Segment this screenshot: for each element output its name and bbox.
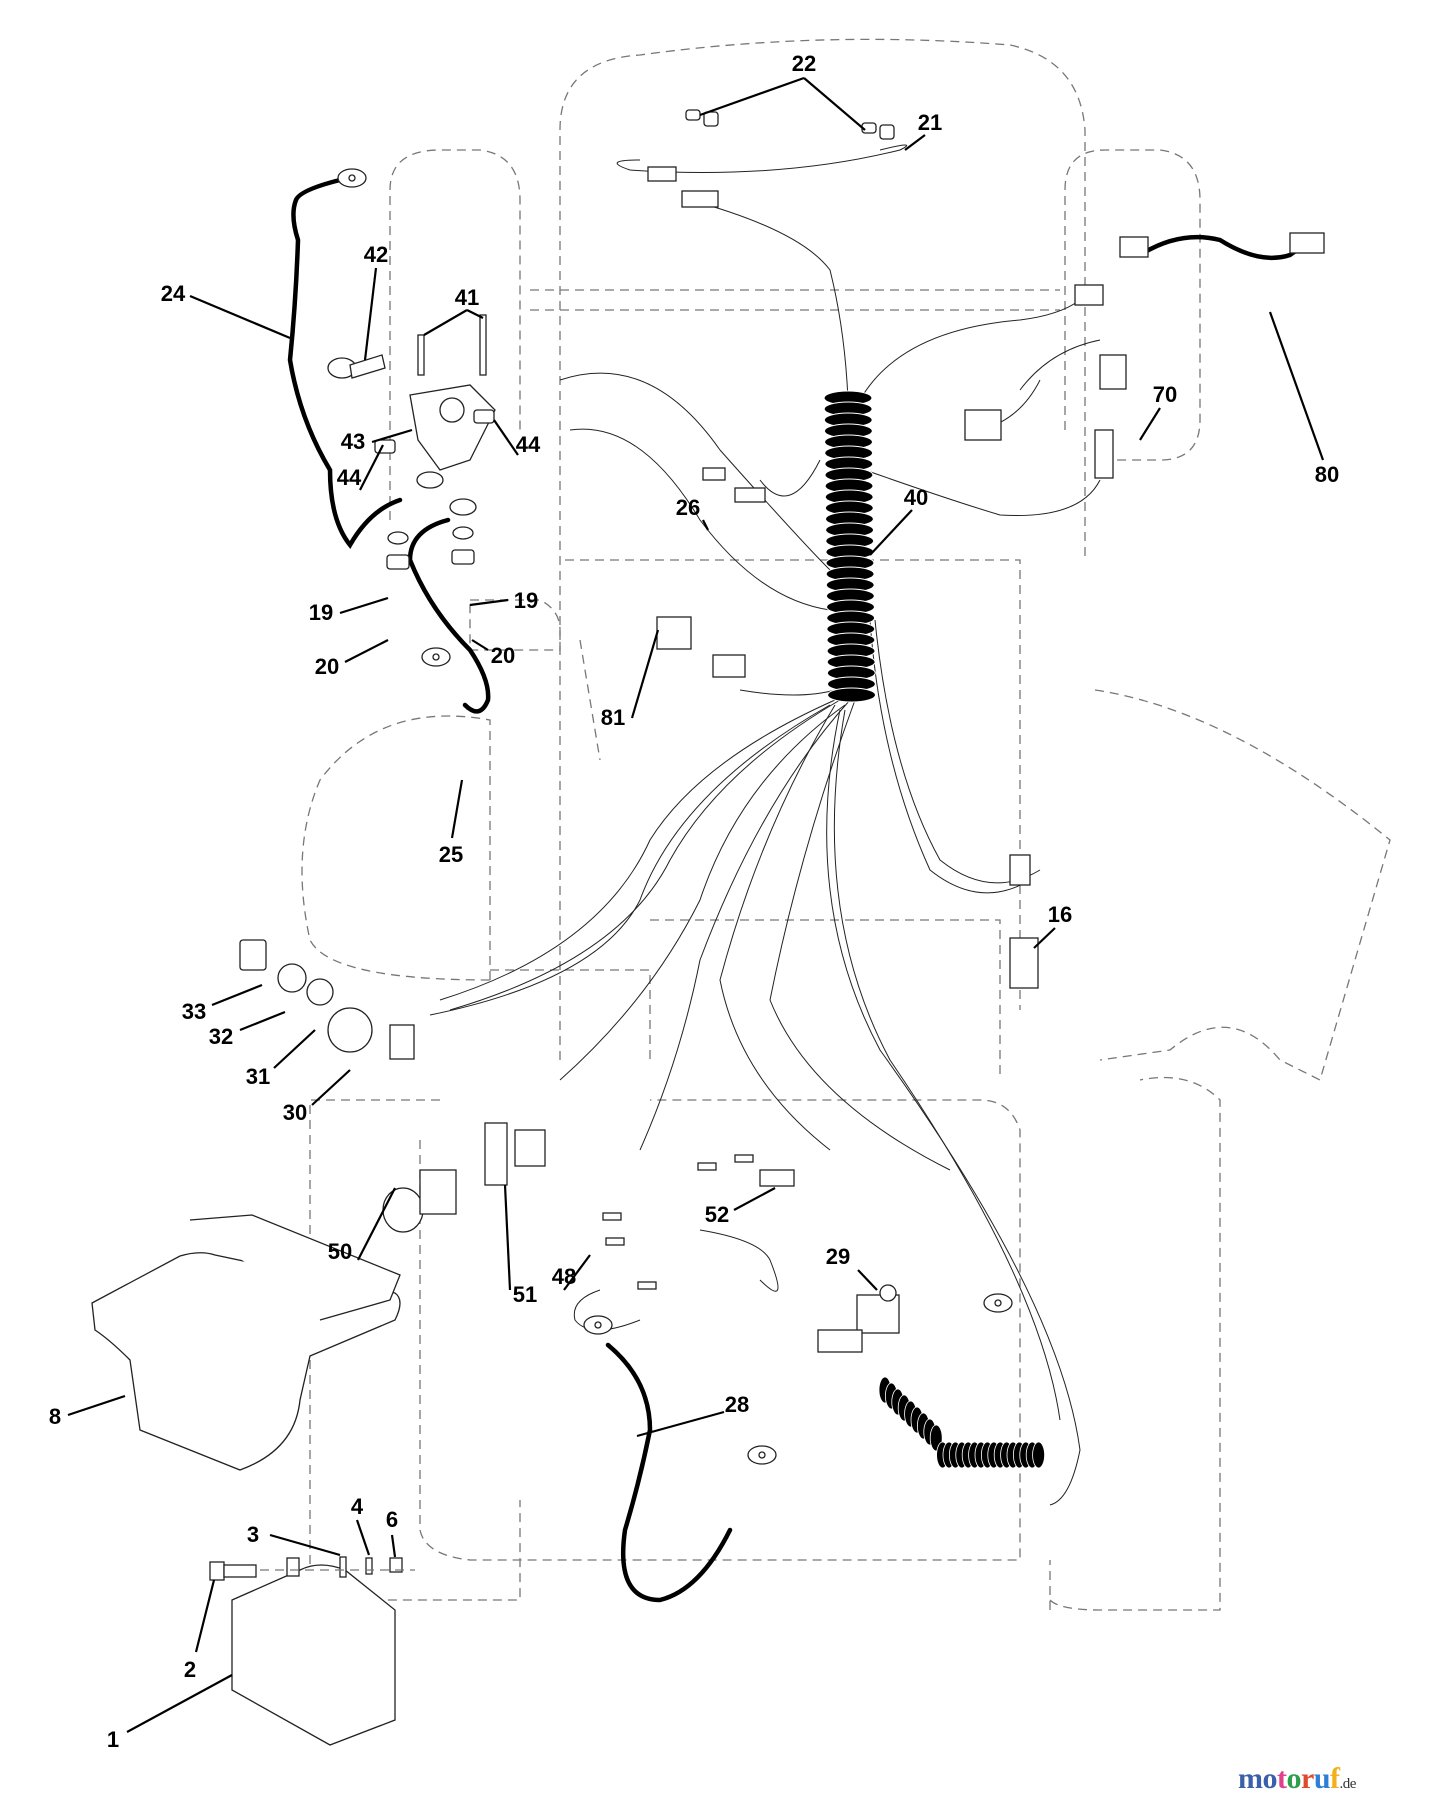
cable-24	[287, 177, 403, 549]
callout-29: 29	[825, 1244, 851, 1269]
callout-41: 41	[454, 285, 480, 310]
callout-43: 43	[340, 429, 366, 454]
callout-25: 25	[438, 842, 464, 867]
seat-switch-loom	[878, 1376, 1045, 1469]
watermark-tld: .de	[1339, 1776, 1357, 1792]
watermark-letter: m	[1238, 1762, 1263, 1795]
callout-19-left: 19	[308, 600, 334, 625]
cable-25	[407, 517, 491, 714]
callout-8: 8	[48, 1404, 62, 1429]
callout-52: 52	[704, 1202, 730, 1227]
callout-40: 40	[903, 485, 929, 510]
callout-2: 2	[183, 1657, 197, 1682]
watermark-letter: t	[1277, 1762, 1287, 1795]
callout-4: 4	[350, 1494, 364, 1519]
callout-31: 31	[245, 1064, 271, 1089]
callout-1: 1	[106, 1727, 120, 1752]
callout-24: 24	[160, 281, 186, 306]
watermark-letter: u	[1313, 1762, 1331, 1795]
chassis-outline	[301, 38, 1391, 1611]
coil-ring	[1032, 1441, 1045, 1469]
watermark-letter: o	[1262, 1762, 1278, 1795]
callout-20-right: 20	[490, 643, 516, 668]
callout-32: 32	[208, 1024, 234, 1049]
callout-26: 26	[675, 495, 701, 520]
thin-wires	[429, 144, 1101, 1506]
watermark-letter: o	[1286, 1762, 1302, 1795]
loom-ring	[827, 687, 877, 703]
callout-28: 28	[724, 1392, 750, 1417]
callout-81: 81	[600, 705, 626, 730]
watermark-letter: r	[1301, 1762, 1314, 1795]
watermark-letter: f	[1330, 1762, 1340, 1795]
heavy-cables	[287, 177, 1323, 1603]
callout-19-right: 19	[513, 588, 539, 613]
callout-6: 6	[385, 1507, 399, 1532]
parts	[91, 109, 1325, 1746]
cable-28	[605, 1342, 733, 1603]
leader-lines	[67, 76, 1325, 1733]
callout-22: 22	[791, 51, 817, 76]
callout-3: 3	[246, 1522, 260, 1547]
callout-44-left: 44	[336, 465, 362, 490]
callout-20-left: 20	[314, 654, 340, 679]
callout-30: 30	[282, 1100, 308, 1125]
callout-50: 50	[327, 1239, 353, 1264]
callout-42: 42	[363, 242, 389, 267]
callout-21: 21	[917, 110, 943, 135]
callout-33: 33	[181, 999, 207, 1024]
callout-44-right: 44	[515, 432, 541, 457]
callout-16: 16	[1047, 902, 1073, 927]
callout-48: 48	[551, 1264, 577, 1289]
ring-terminals	[337, 168, 1013, 1465]
callout-51: 51	[512, 1282, 538, 1307]
motoruf-watermark-logo: motoruf.de	[1238, 1762, 1356, 1796]
main-loom	[823, 390, 877, 703]
callout-80: 80	[1314, 462, 1340, 487]
callout-70: 70	[1152, 382, 1178, 407]
